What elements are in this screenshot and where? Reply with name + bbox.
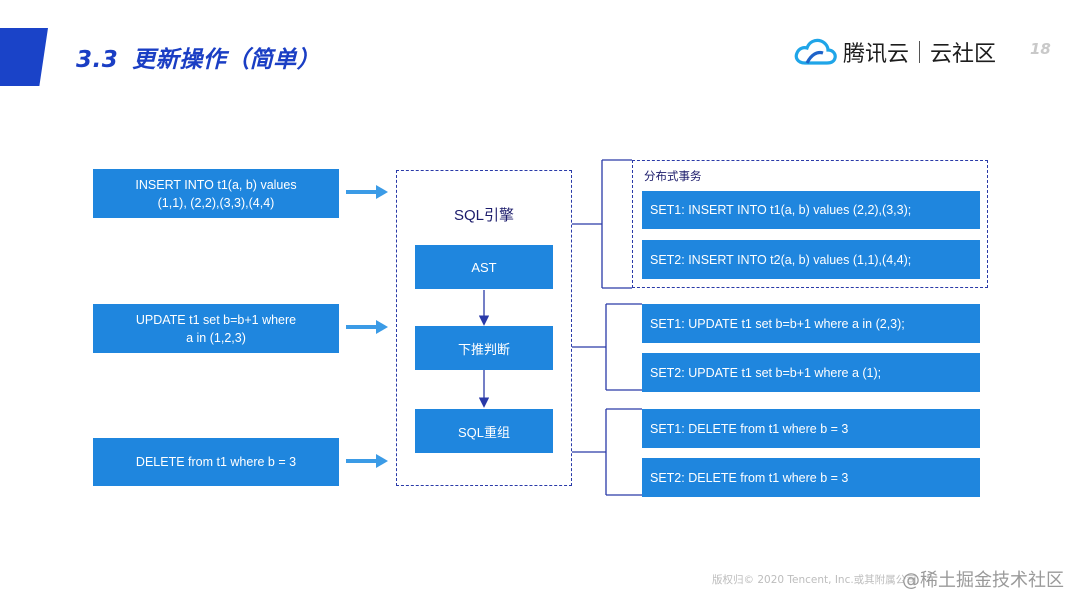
brand-sub: 云社区 xyxy=(930,42,997,67)
input-insert: INSERT INTO t1(a, b) values (1,1), (2,2),… xyxy=(93,169,339,218)
section-number: 3.3 xyxy=(76,47,119,73)
input-update-line1: UPDATE t1 set b=b+1 where xyxy=(135,312,297,327)
title-text: 更新操作（简单） xyxy=(132,47,321,73)
input-insert-line1: INSERT INTO t1(a, b) values xyxy=(135,177,297,192)
logo-divider xyxy=(919,41,921,63)
distributed-transaction-frame xyxy=(632,160,988,288)
header-accent-bar xyxy=(0,28,48,86)
output-insert-set1: SET1: INSERT INTO t1(a, b) values (2,2),… xyxy=(642,191,980,229)
stage-pushdown: 下推判断 xyxy=(415,326,553,370)
input-update: UPDATE t1 set b=b+1 where a in (1,2,3) xyxy=(93,304,339,353)
input-arrow-3 xyxy=(346,454,388,468)
bracket-delete xyxy=(572,408,642,496)
stage-sql-rebuild: SQL重组 xyxy=(415,409,553,453)
slide-title: 3.3 更新操作（简单） xyxy=(76,40,320,74)
output-delete-set1: SET1: DELETE from t1 where b = 3 xyxy=(642,409,980,448)
brand-name: 腾讯云 xyxy=(843,42,910,67)
output-update-set1: SET1: UPDATE t1 set b=b+1 where a in (2,… xyxy=(642,304,980,343)
stage-ast: AST xyxy=(415,245,553,289)
input-delete-line1: DELETE from t1 where b = 3 xyxy=(135,455,297,469)
sql-engine-frame xyxy=(396,170,572,486)
input-update-line2: a in (1,2,3) xyxy=(186,330,246,345)
input-insert-line2: (1,1), (2,2),(3,3),(4,4) xyxy=(157,195,275,210)
page-number: 18 xyxy=(1030,40,1051,58)
bracket-insert xyxy=(572,159,632,289)
input-arrow-2 xyxy=(346,320,388,334)
input-arrow-1 xyxy=(346,185,388,199)
copyright-notice: 版权归© 2020 Tencent, Inc.或其附属公司 xyxy=(712,574,917,586)
distributed-transaction-label: 分布式事务 xyxy=(644,169,702,183)
output-insert-set2: SET2: INSERT INTO t2(a, b) values (1,1),… xyxy=(642,240,980,279)
bracket-update xyxy=(572,303,642,391)
output-delete-set2: SET2: DELETE from t1 where b = 3 xyxy=(642,458,980,497)
watermark: @稀土掘金技术社区 xyxy=(902,570,1064,591)
output-update-set2: SET2: UPDATE t1 set b=b+1 where a (1); xyxy=(642,353,980,392)
tencent-cloud-logo: 腾讯云 云社区 xyxy=(793,30,996,74)
sql-engine-title: SQL引擎 xyxy=(453,207,514,224)
cloud-icon xyxy=(794,38,837,65)
input-delete: DELETE from t1 where b = 3 xyxy=(93,438,339,486)
